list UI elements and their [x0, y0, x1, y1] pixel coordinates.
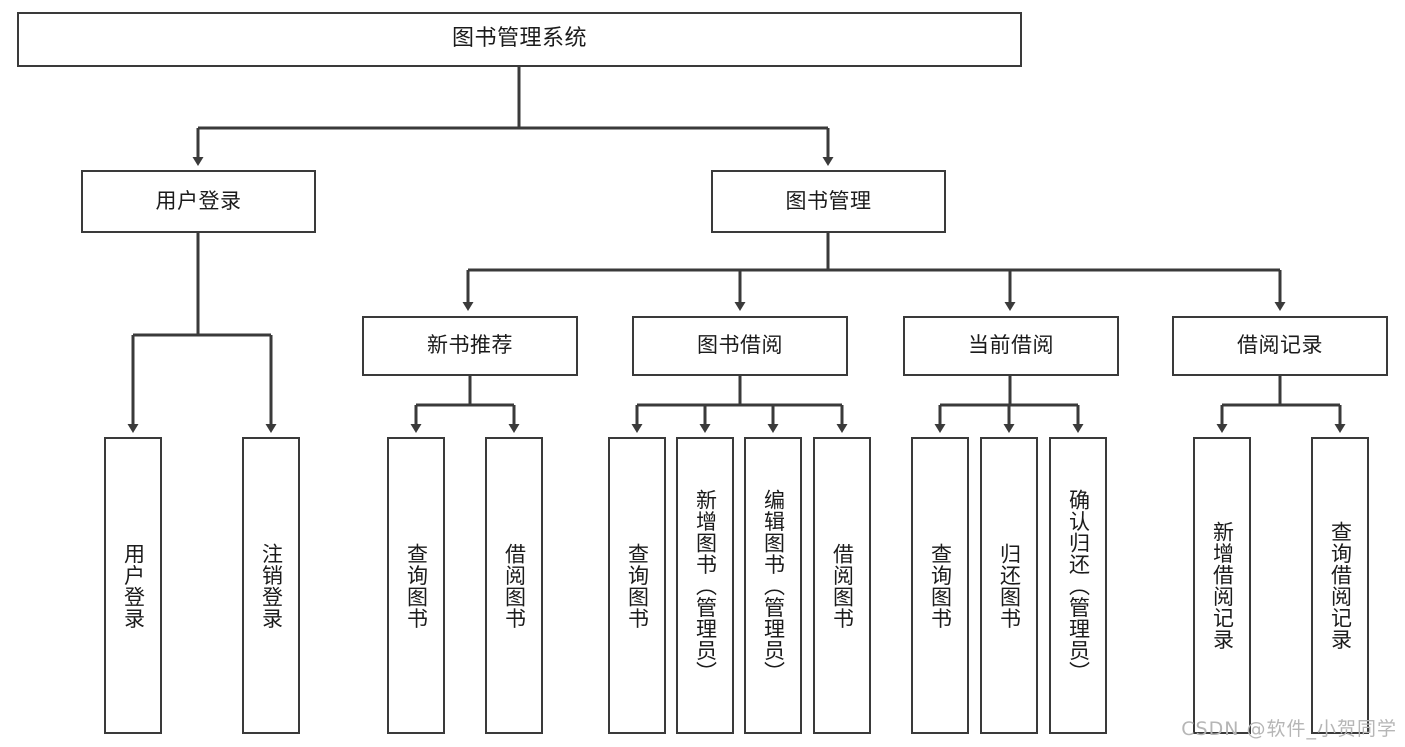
leaf-new-book-query[interactable]: 查询图书 — [387, 437, 445, 734]
node-book-borrow[interactable]: 图书借阅 — [632, 316, 848, 376]
leaf-book-borrow-query[interactable]: 查询图书 — [608, 437, 666, 734]
node-user-login[interactable]: 用户登录 — [81, 170, 316, 233]
leaf-user-login-login[interactable]: 用户登录 — [104, 437, 162, 734]
node-root-system[interactable]: 图书管理系统 — [17, 12, 1022, 67]
leaf-user-login-logout[interactable]: 注销登录 — [242, 437, 300, 734]
leaf-new-book-borrow[interactable]: 借阅图书 — [485, 437, 543, 734]
node-borrow-record[interactable]: 借阅记录 — [1172, 316, 1388, 376]
leaf-book-borrow-add-admin[interactable]: 新增图书（管理员） — [676, 437, 734, 734]
leaf-current-borrow-query[interactable]: 查询图书 — [911, 437, 969, 734]
node-new-book-recommend[interactable]: 新书推荐 — [362, 316, 578, 376]
node-book-management[interactable]: 图书管理 — [711, 170, 946, 233]
leaf-borrow-record-add[interactable]: 新增借阅记录 — [1193, 437, 1251, 734]
leaf-current-borrow-confirm-admin[interactable]: 确认归还（管理员） — [1049, 437, 1107, 734]
leaf-book-borrow-borrow[interactable]: 借阅图书 — [813, 437, 871, 734]
watermark-text: CSDN @软件_小贺同学 — [1181, 718, 1397, 740]
leaf-current-borrow-return[interactable]: 归还图书 — [980, 437, 1038, 734]
leaf-book-borrow-edit-admin[interactable]: 编辑图书（管理员） — [744, 437, 802, 734]
leaf-borrow-record-query[interactable]: 查询借阅记录 — [1311, 437, 1369, 734]
node-current-borrow[interactable]: 当前借阅 — [903, 316, 1119, 376]
